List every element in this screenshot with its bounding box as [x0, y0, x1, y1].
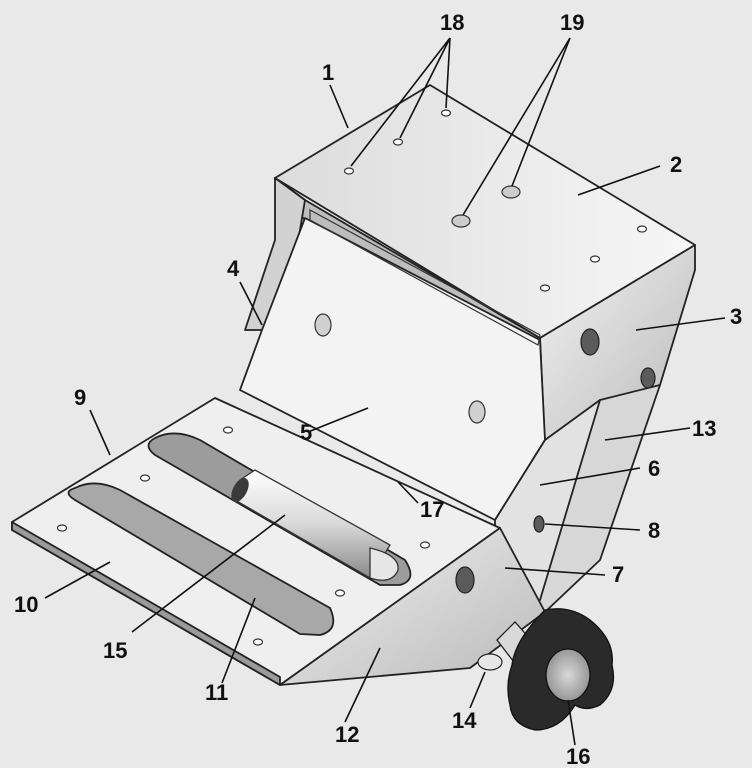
callout-3: 3	[730, 304, 742, 329]
top-plate-holes	[343, 109, 648, 292]
callout-19: 19	[560, 10, 584, 35]
callout-1: 1	[322, 60, 334, 85]
rear-slot	[309, 208, 541, 346]
callout-17: 17	[420, 497, 444, 522]
clamp-knob	[477, 608, 615, 731]
gusset-hole	[455, 566, 475, 594]
callout-5: 5	[300, 420, 312, 445]
callout-16: 16	[566, 744, 590, 768]
callout-9: 9	[74, 385, 86, 410]
strap-hole	[533, 515, 545, 533]
guide-rod	[231, 469, 399, 581]
front-plate-holes	[580, 328, 656, 389]
callout-6: 6	[648, 456, 660, 481]
callout-13: 13	[692, 416, 716, 441]
leader-lines	[44, 37, 726, 746]
callout-7: 7	[612, 562, 624, 587]
callout-8: 8	[648, 518, 660, 543]
callout-15: 15	[103, 638, 127, 663]
callout-4: 4	[227, 256, 240, 281]
callout-12: 12	[335, 722, 359, 747]
callout-14: 14	[452, 708, 477, 733]
inclined-plate-holes	[314, 313, 486, 424]
callout-10: 10	[14, 592, 38, 617]
base-plate-holes	[56, 426, 431, 646]
callout-2: 2	[670, 152, 682, 177]
callout-18: 18	[440, 10, 464, 35]
callout-11: 11	[205, 680, 228, 705]
callouts: 1 2 3 4 5 6 7 8 9 10 11 12 13 14 15 16 1…	[14, 10, 742, 768]
base-slot-left	[67, 482, 335, 636]
